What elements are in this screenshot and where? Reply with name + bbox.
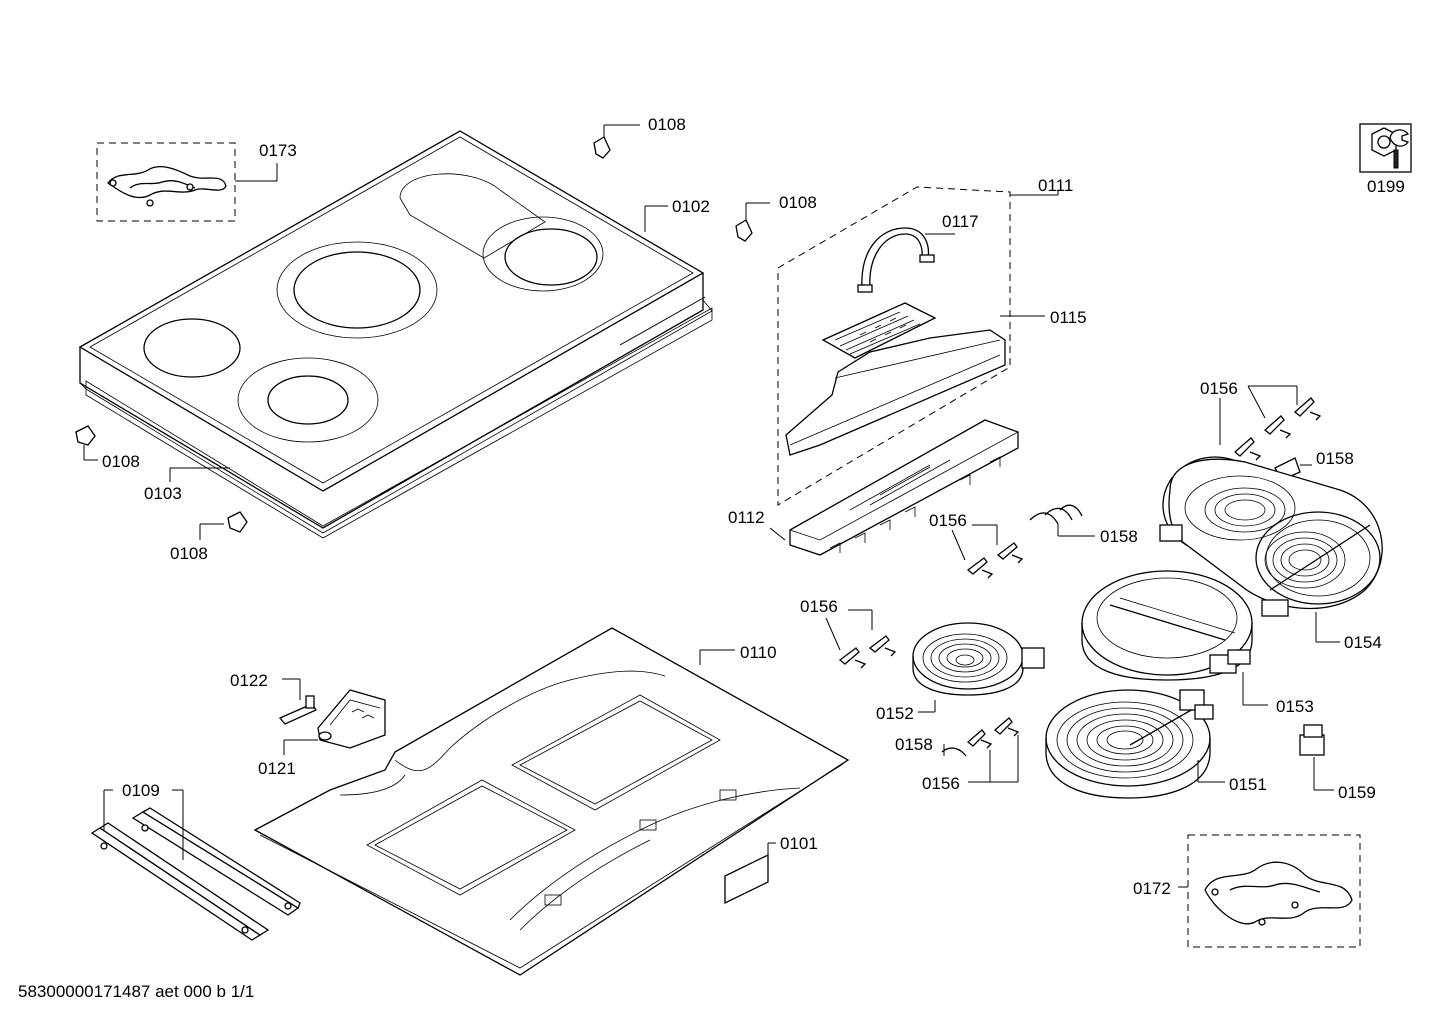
label-0108-c: 0108	[102, 452, 140, 471]
part-0112-power-board	[769, 419, 1019, 556]
label-0156-b: 0156	[929, 511, 967, 530]
label-0103: 0103	[144, 484, 182, 503]
part-0108-clip-d	[199, 511, 248, 540]
label-0152: 0152	[876, 704, 914, 723]
label-0158-a: 0158	[1316, 449, 1354, 468]
part-0154-oval-heating-element	[1159, 456, 1383, 643]
label-0173: 0173	[259, 141, 297, 160]
part-0156-springs-left	[825, 609, 897, 669]
label-0115: 0115	[1050, 308, 1087, 327]
label-0172: 0172	[1133, 879, 1171, 898]
label-0110: 0110	[740, 643, 777, 662]
label-0151: 0151	[1229, 775, 1267, 794]
label-0112: 0112	[728, 508, 765, 527]
label-0102: 0102	[672, 197, 710, 216]
label-0108-a: 0108	[648, 115, 686, 134]
part-0173-clips-group	[96, 142, 278, 222]
label-0121: 0121	[258, 759, 296, 778]
label-0101: 0101	[780, 834, 818, 853]
label-0109: 0109	[122, 781, 160, 800]
part-0110-bottom-tray	[253, 627, 850, 976]
wrench-nut-icon	[1359, 123, 1412, 173]
label-0153: 0153	[1276, 697, 1314, 716]
label-0158-b: 0158	[1100, 527, 1138, 546]
label-0158-c: 0158	[895, 735, 933, 754]
part-0111-control-module-group	[777, 186, 1059, 506]
part-0172-clips-group	[1178, 834, 1361, 948]
label-0199: 0199	[1367, 177, 1405, 196]
part-0159-terminal-block	[1299, 724, 1334, 791]
part-0122-bracket	[278, 678, 317, 725]
part-0101-rating-plate	[724, 842, 776, 905]
part-0108-clip-b	[735, 202, 770, 242]
label-0122: 0122	[230, 671, 268, 690]
part-0151-radiant-heating-element	[1045, 689, 1225, 799]
label-0156-c: 0156	[800, 597, 838, 616]
part-0153-ring-heating-element	[1081, 570, 1268, 706]
label-0156-d: 0156	[922, 774, 960, 793]
label-0159: 0159	[1338, 783, 1376, 802]
label-0108-d: 0108	[170, 544, 208, 563]
part-0156-springs-lower	[941, 717, 1020, 783]
part-0121-terminal-housing	[283, 689, 386, 755]
label-0117: 0117	[942, 212, 979, 231]
part-0108-clip-c	[75, 425, 98, 461]
label-0156-a: 0156	[1200, 379, 1238, 398]
part-0156-springs-middle	[951, 504, 1095, 579]
label-0154: 0154	[1344, 633, 1382, 652]
label-0108-b: 0108	[779, 193, 817, 212]
part-0102-glass-ceramic-top	[78, 130, 713, 539]
part-0109-mounting-rails	[90, 789, 301, 941]
part-0108-clip-a	[593, 124, 640, 159]
part-0152-radiant-heating-element	[912, 622, 1045, 713]
document-footer-id: 58300000171487 aet 000 b 1/1	[18, 982, 255, 1001]
label-0111: 0111	[1038, 176, 1073, 195]
